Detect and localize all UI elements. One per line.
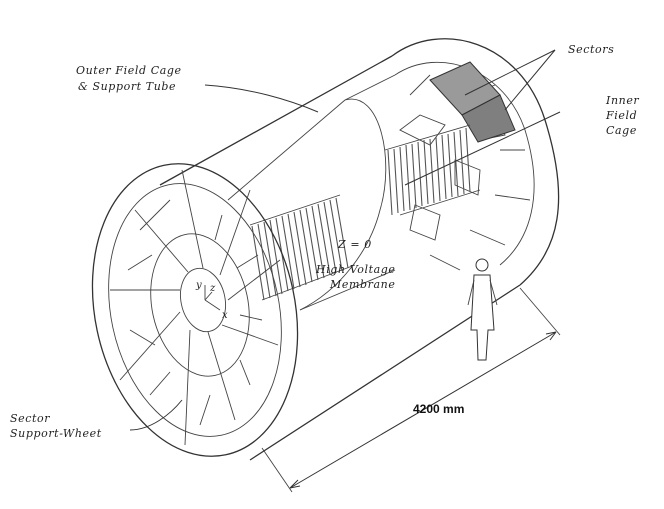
high-voltage-label-2: Membrane	[329, 278, 395, 291]
axis-x-label: x	[222, 310, 228, 321]
far-end-wheel	[344, 61, 535, 271]
axis-z-label: z	[209, 283, 216, 294]
high-voltage-label-1: High Voltage	[315, 263, 396, 276]
inner-coil-near	[249, 194, 356, 301]
inner-field-cage-label-3: Cage	[606, 124, 637, 137]
z-zero-label: Z = 0	[337, 238, 372, 251]
dimension-label: 4200 mm	[413, 402, 464, 416]
labels: Outer Field Cage & Support Tube Sectors …	[10, 43, 639, 440]
sector-block-lower	[461, 94, 516, 143]
highlighted-sectors	[429, 61, 516, 143]
inner-cutaway	[227, 98, 396, 311]
inner-field-cage-coil	[384, 124, 481, 216]
outer-field-cage-label-2: & Support Tube	[78, 80, 176, 93]
sector-wheel-label-1: Sector	[10, 412, 50, 425]
axis-y-label: y	[195, 280, 202, 291]
sectors-label: Sectors	[568, 43, 614, 56]
axis-marker: y z x	[195, 280, 228, 321]
leader-lines	[129, 49, 561, 431]
sector-wheel-label-2: Support-Wheet	[10, 427, 102, 440]
outer-field-cage-label-1: Outer Field Cage	[76, 64, 182, 77]
inner-field-cage-label-1: Inner	[605, 94, 639, 107]
dimension-line	[261, 287, 561, 493]
person-figure	[467, 258, 498, 361]
inner-field-cage-label-2: Field	[605, 109, 637, 122]
sector-support-wheel	[91, 163, 299, 457]
